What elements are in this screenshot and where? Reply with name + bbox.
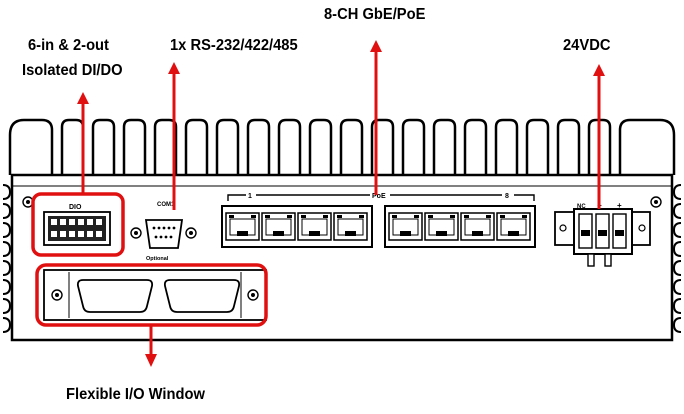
com-option-label: Optional [146,256,169,262]
dio-callout-line1: 6-in & 2-out [28,37,109,54]
lan-port-8 [496,212,531,241]
poe-start-label: 1 [248,193,252,200]
lan-port-6 [424,212,459,241]
serial-callout: 1x RS-232/422/485 [170,37,298,54]
dio-arrow-head [77,92,89,104]
chassis-screw-top-right [650,196,662,208]
left-side-fins [2,184,12,333]
lan-port-7 [460,212,495,241]
poe-lan-block-1 [221,205,373,248]
heatsink-fins-outline [8,118,676,175]
power-pin-plus-label: + [617,201,622,210]
poe-bracket-line [227,194,535,201]
power-pin-nc-label: NC [577,204,586,210]
dio-connector [43,211,111,246]
lan-port-4 [333,212,368,241]
dio-highlight-box [31,192,125,257]
db9-com-port [130,219,197,249]
power-arrow-head [593,64,605,76]
poe-lan-block-2 [384,205,536,248]
com-panel-label: COM1 [157,202,175,208]
dio-callout-line2: Isolated DI/DO [22,62,123,79]
lan-port-5 [388,212,423,241]
flexible-io-window [43,269,267,321]
poe-mid-label: PoE [372,193,386,200]
power-terminal-block [554,208,651,267]
callout-arrows [77,40,605,367]
lan-port-1 [225,212,260,241]
lan-port-3 [297,212,332,241]
flex-io-callout: Flexible I/O Window [66,386,205,403]
dio-panel-label: DIO [69,204,82,211]
lan-port-2 [261,212,296,241]
flex-io-arrow-head [145,354,157,367]
lan-callout: 8-CH GbE/PoE [324,6,426,23]
lan-arrow-head [370,40,382,52]
right-side-fins [672,184,682,333]
serial-arrow-head [168,62,180,74]
poe-end-label: 8 [505,193,509,200]
power-callout: 24VDC [563,37,611,54]
